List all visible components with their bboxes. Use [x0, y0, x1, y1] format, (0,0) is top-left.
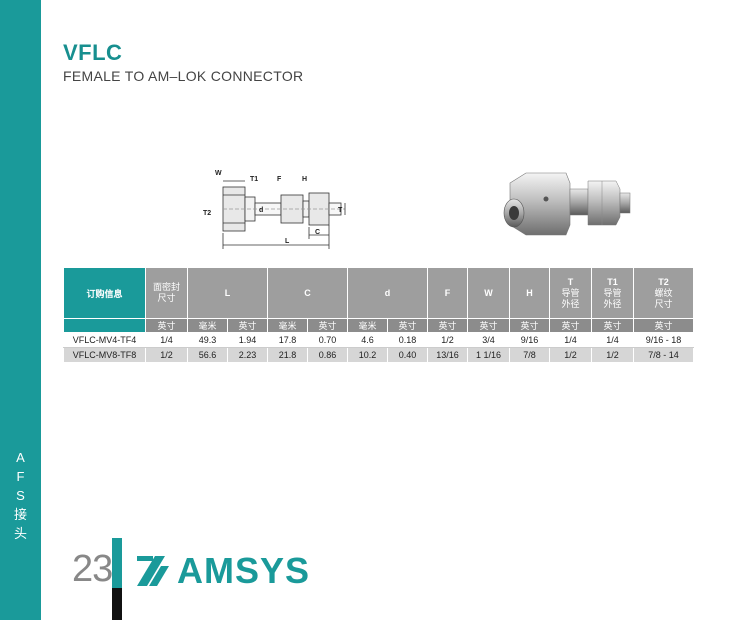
table-cell: 4.6	[347, 332, 388, 348]
brand-name: AMSYS	[177, 550, 311, 591]
unit-cell: 英寸	[633, 318, 694, 333]
table-cell: 49.3	[187, 332, 228, 348]
table-row: VFLC-MV8-TF8 1/2 56.6 2.23 21.8 0.86 10.…	[63, 347, 694, 363]
sidebar-char: 头	[13, 526, 27, 541]
label-w: W	[215, 170, 222, 177]
page-number: 23	[72, 548, 113, 590]
table-cell: 0.86	[307, 347, 348, 363]
header-l: L	[187, 267, 268, 319]
table-cell: 7/8 - 14	[633, 347, 694, 363]
table-cell: 9/16 - 18	[633, 332, 694, 348]
table-unit-row: 英寸 毫米 英寸 毫米 英寸 毫米 英寸 英寸 英寸 英寸 英寸 英寸 英寸	[63, 318, 694, 333]
table-cell: 1 1/16	[467, 347, 510, 363]
header-order: 订购信息	[63, 267, 146, 319]
table-cell: 3/4	[467, 332, 510, 348]
brand-bar	[112, 538, 122, 620]
label-f: F	[277, 176, 282, 183]
table-cell: 2.23	[227, 347, 268, 363]
table-cell: 1/2	[549, 347, 592, 363]
table-cell: 1/4	[549, 332, 592, 348]
unit-cell: 英寸	[307, 318, 348, 333]
label-t: T	[338, 207, 343, 214]
header-f: F	[427, 267, 468, 319]
sidebar-char: S	[16, 488, 25, 503]
sidebar-label: A F S 接 头	[0, 448, 41, 543]
unit-cell: 英寸	[145, 318, 188, 333]
unit-cell: 毫米	[187, 318, 228, 333]
label-t2: T2	[203, 210, 211, 217]
table-cell: 56.6	[187, 347, 228, 363]
table-row: VFLC-MV4-TF4 1/4 49.3 1.94 17.8 0.70 4.6…	[63, 332, 694, 348]
table-cell: 10.2	[347, 347, 388, 363]
table-cell: 1/4	[591, 332, 634, 348]
table-cell: 17.8	[267, 332, 308, 348]
technical-drawing: W T1 F H T2 d T C L	[203, 170, 346, 249]
label-l: L	[285, 238, 290, 245]
product-photo	[503, 172, 631, 236]
header-h: H	[509, 267, 550, 319]
header-c: C	[267, 267, 348, 319]
unit-cell-empty	[63, 318, 146, 333]
table-cell: 1/2	[427, 332, 468, 348]
unit-cell: 毫米	[347, 318, 388, 333]
table-cell: 1.94	[227, 332, 268, 348]
table-cell: 0.70	[307, 332, 348, 348]
table-cell: 1/4	[145, 332, 188, 348]
sidebar: A F S 接 头	[0, 0, 41, 620]
sidebar-char: 接	[13, 507, 27, 522]
sidebar-char: A	[16, 450, 25, 465]
brand-logo: AMSYS	[135, 550, 310, 592]
table-cell: 21.8	[267, 347, 308, 363]
table-cell: 1/2	[591, 347, 634, 363]
table-cell: VFLC-MV8-TF8	[63, 347, 146, 363]
unit-cell: 英寸	[591, 318, 634, 333]
unit-cell: 英寸	[509, 318, 550, 333]
label-h: H	[302, 176, 307, 183]
unit-cell: 英寸	[467, 318, 510, 333]
table-cell: 0.40	[387, 347, 428, 363]
table-cell: 7/8	[509, 347, 550, 363]
table-cell: VFLC-MV4-TF4	[63, 332, 146, 348]
label-c: C	[315, 229, 320, 236]
header-seal-size: 面密封尺寸	[145, 267, 188, 319]
sidebar-char: F	[16, 469, 25, 484]
header-w: W	[467, 267, 510, 319]
page-title: VFLC	[63, 40, 123, 65]
unit-cell: 英寸	[387, 318, 428, 333]
unit-cell: 毫米	[267, 318, 308, 333]
table-cell: 1/2	[145, 347, 188, 363]
header-d: d	[347, 267, 428, 319]
table-cell: 9/16	[509, 332, 550, 348]
label-d: d	[259, 207, 263, 214]
label-t1: T1	[250, 176, 258, 183]
brand-logo-mark-icon	[137, 556, 169, 586]
unit-cell: 英寸	[549, 318, 592, 333]
unit-cell: 英寸	[227, 318, 268, 333]
page-subtitle: FEMALE TO AM–LOK CONNECTOR	[63, 68, 304, 84]
table-cell: 13/16	[427, 347, 468, 363]
unit-cell: 英寸	[427, 318, 468, 333]
table-cell: 0.18	[387, 332, 428, 348]
